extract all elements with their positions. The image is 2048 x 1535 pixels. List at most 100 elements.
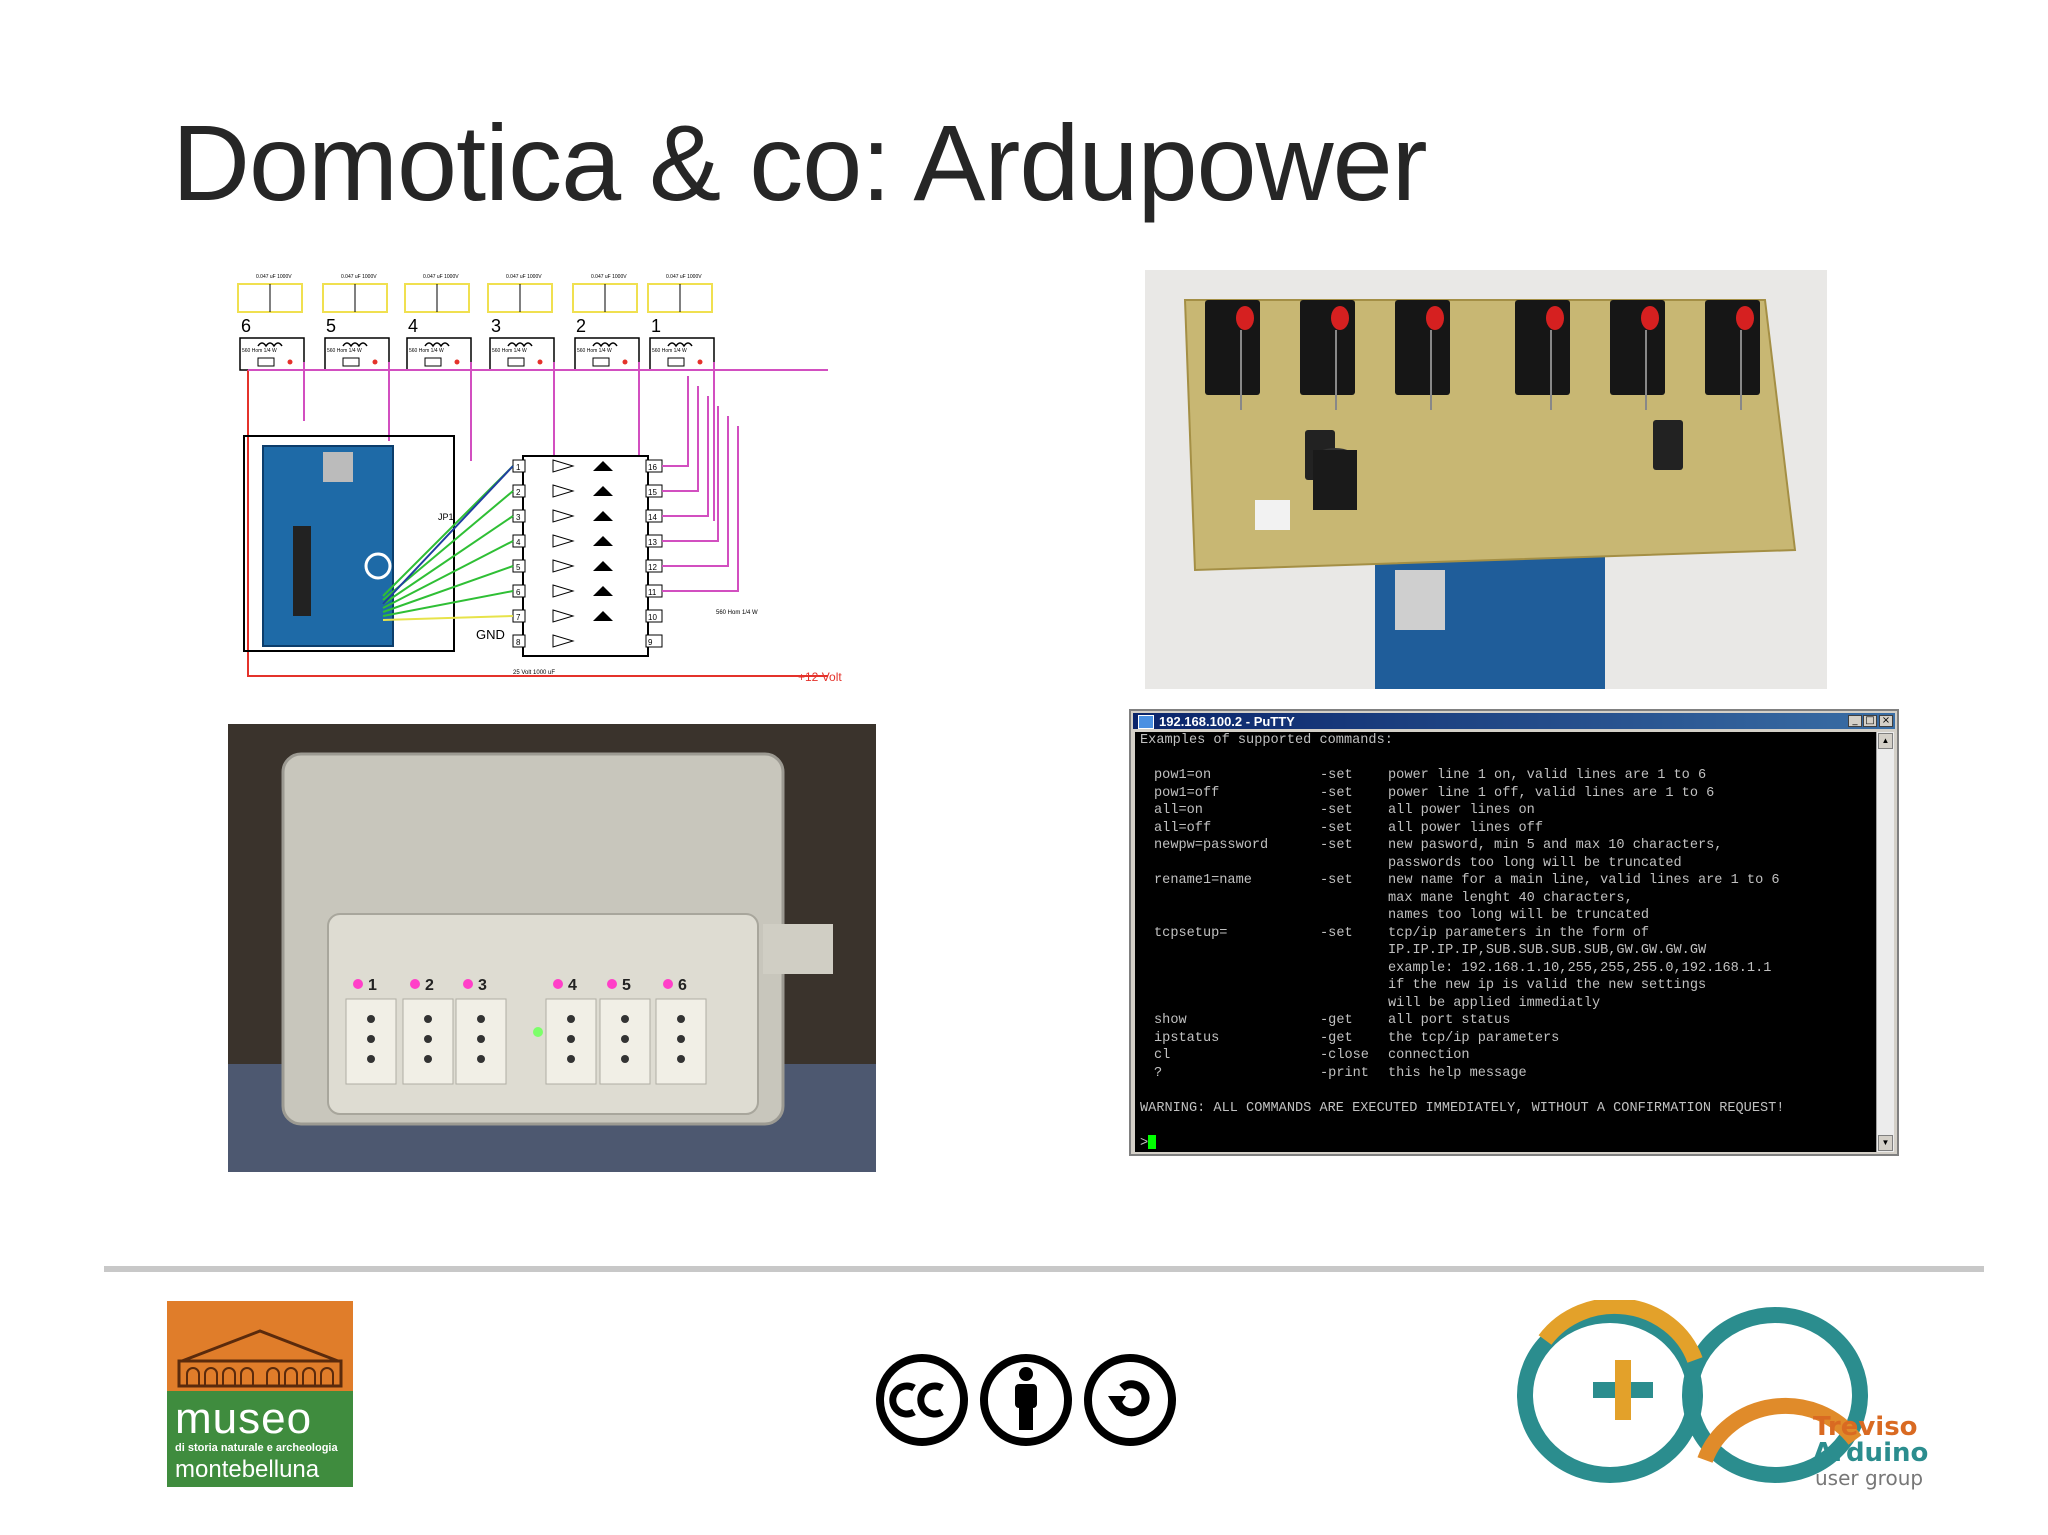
museo-city: montebelluna <box>175 1456 320 1483</box>
command-desc: new name for a main line, valid lines ar… <box>1388 873 1780 923</box>
capacitor-label: 0.047 uF 1000V <box>341 274 377 280</box>
ic-pin-left: 4 <box>516 538 521 547</box>
socket-number: 3 <box>478 977 487 994</box>
prompt-symbol: > <box>1140 1135 1149 1151</box>
museo-word: museo <box>175 1394 313 1443</box>
command-desc: all port status <box>1388 1013 1511 1028</box>
ic-pin-right: 12 <box>648 563 657 572</box>
resistor-label: 560 Hom 1/4 W <box>492 348 527 354</box>
command-name: pow1=off <box>1154 785 1220 801</box>
relay-number: 2 <box>576 316 586 336</box>
ic-pin-right: 16 <box>648 463 657 472</box>
window-title: 192.168.100.2 - PuTTY <box>1159 714 1295 729</box>
uln-chip <box>522 455 649 657</box>
command-op: -set <box>1320 785 1353 801</box>
command-op: -set <box>1320 803 1353 818</box>
command-desc: tcp/ip parameters in the form of IP.IP.I… <box>1388 925 1772 1011</box>
socket-number: 6 <box>678 977 687 994</box>
command-name: cl <box>1154 1048 1171 1063</box>
ic-pin-left: 3 <box>516 513 521 522</box>
command-name: all=off <box>1154 820 1212 836</box>
scroll-up-icon[interactable]: ▲ <box>1878 733 1893 749</box>
command-op: -close <box>1320 1048 1369 1063</box>
ic-pin-right: 14 <box>648 513 657 522</box>
treviso-arduino-logo: Treviso Arduino user group <box>1505 1300 1929 1490</box>
jp-label: JP1 <box>438 512 454 522</box>
tau-line1: Treviso <box>1813 1412 1918 1442</box>
license-icons <box>872 1350 1180 1450</box>
minimize-button[interactable]: _ <box>1848 715 1862 727</box>
socket-number: 5 <box>622 977 631 994</box>
resistor-label: 560 Hom 1/4 W <box>242 348 277 354</box>
command-name: ipstatus <box>1154 1030 1220 1046</box>
command-name: all=on <box>1154 803 1203 818</box>
command-name: show <box>1154 1013 1187 1028</box>
relay-board-photo <box>1145 270 1827 689</box>
relay-number: 5 <box>326 316 336 336</box>
command-desc: power line 1 on, valid lines are 1 to 6 <box>1388 768 1707 783</box>
schematic-drawing: 0.047 uF 1000V 6 560 Hom 1/4 W 0.047 uF 100… <box>237 274 842 684</box>
resistor-label: 560 Hom 1/4 W <box>327 348 362 354</box>
voltage-label: +12 Volt <box>798 670 842 684</box>
relay-number: 1 <box>651 316 661 336</box>
socket-number: 1 <box>368 977 377 994</box>
scrollbar[interactable]: ▲ ▼ <box>1876 732 1894 1152</box>
command-desc: new pasword, min 5 and max 10 characters… <box>1388 838 1723 871</box>
command-desc: this help message <box>1388 1065 1527 1081</box>
ic-pin-left: 7 <box>516 613 521 622</box>
capacitor-label: 0.047 uF 1000V <box>591 274 627 280</box>
maximize-button[interactable]: □ <box>1863 715 1877 727</box>
putty-app-icon <box>1138 715 1154 729</box>
cursor <box>1148 1134 1157 1149</box>
socket-number: 2 <box>425 977 434 994</box>
prompt[interactable]: > <box>1140 1134 1157 1153</box>
driver-resistor-label: 560 Hom 1/4 W <box>716 610 758 616</box>
command-op: -set <box>1320 838 1353 853</box>
socket-box-photo: 1 2 3 4 5 6 <box>228 724 876 1172</box>
putty-window: 192.168.100.2 - PuTTY _ □ × Examples of … <box>1129 709 1899 1156</box>
museo-subtitle: di storia naturale e archeologia <box>175 1442 338 1454</box>
ic-pin-right: 13 <box>648 538 657 547</box>
cap-bottom-label: 25 Volt 1000 uF <box>513 670 555 676</box>
command-name: ? <box>1154 1065 1163 1081</box>
terminal-header: Examples of supported commands: <box>1140 733 1393 748</box>
capacitor-label: 0.047 uF 1000V <box>423 274 459 280</box>
ic-pin-right: 11 <box>648 588 657 597</box>
relay-number: 4 <box>408 316 418 336</box>
gnd-label: GND <box>476 627 505 642</box>
scroll-down-icon[interactable]: ▼ <box>1878 1135 1893 1151</box>
command-desc: all power lines on <box>1388 803 1535 818</box>
command-name: newpw=password <box>1154 838 1269 853</box>
ic-pin-right: 15 <box>648 488 657 497</box>
terminal-output[interactable]: Examples of supported commands: pow1=on -… <box>1135 732 1877 1152</box>
capacitor-label: 0.047 uF 1000V <box>256 274 292 280</box>
command-name: tcpsetup= <box>1154 925 1228 941</box>
status-led <box>533 1027 543 1037</box>
tau-line2: Arduino <box>1813 1438 1929 1468</box>
command-op: -print <box>1320 1065 1369 1081</box>
ic-pin-left: 1 <box>516 463 521 472</box>
command-desc: power line 1 off, valid lines are 1 to 6 <box>1388 785 1715 801</box>
circuit-schematic: 0.047 uF 1000V 6 560 Hom 1/4 W 0.047 uF 100… <box>228 266 858 692</box>
capacitor-label: 0.047 uF 1000V <box>666 274 702 280</box>
by-icon <box>980 1354 1072 1446</box>
ic-pin-left: 2 <box>516 488 521 497</box>
command-op: -set <box>1320 820 1353 836</box>
museo-logo: museo di storia naturale e archeologia m… <box>167 1301 353 1487</box>
command-op: -get <box>1320 1030 1353 1046</box>
putty-titlebar[interactable]: 192.168.100.2 - PuTTY _ □ × <box>1133 713 1895 729</box>
command-op: -set <box>1320 873 1353 888</box>
ic-pin-left: 6 <box>516 588 521 597</box>
ic-pin-left: 5 <box>516 563 521 572</box>
socket-number: 4 <box>568 977 577 994</box>
command-op: -get <box>1320 1013 1353 1028</box>
slide-title: Domotica & co: Ardupower <box>172 102 1428 223</box>
relay-number: 3 <box>491 316 501 336</box>
command-desc: the tcp/ip parameters <box>1388 1030 1560 1046</box>
command-name: pow1=on <box>1154 768 1212 783</box>
close-button[interactable]: × <box>1879 715 1893 727</box>
warning-line: WARNING: ALL COMMANDS ARE EXECUTED IMMED… <box>1140 1100 1785 1116</box>
command-desc: connection <box>1388 1048 1470 1063</box>
resistor-label: 560 Hom 1/4 W <box>652 348 687 354</box>
ic-pin-left: 8 <box>516 638 521 647</box>
